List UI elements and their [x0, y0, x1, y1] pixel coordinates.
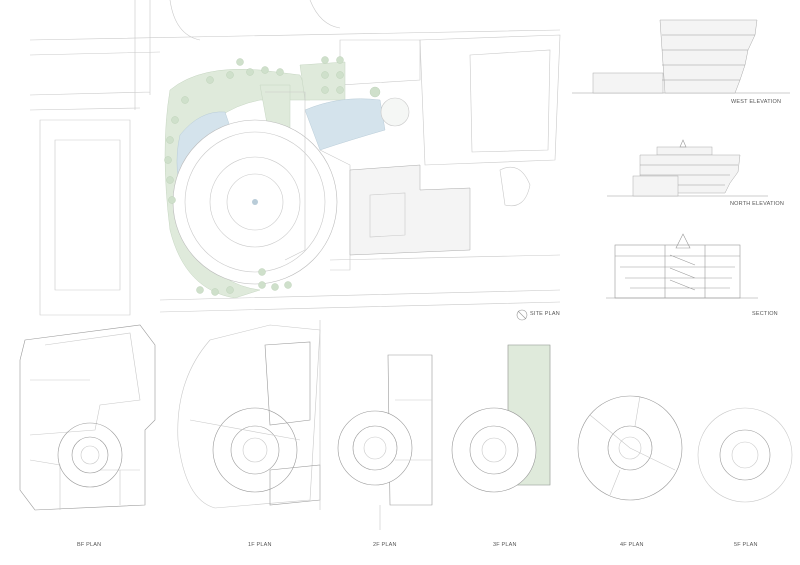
1f-plan-drawing — [177, 320, 321, 510]
5f-plan-drawing — [697, 407, 793, 503]
north-elevation-drawing — [607, 139, 768, 197]
3f-plan-label: 3F PLAN — [493, 542, 517, 548]
2f-plan-drawing — [337, 354, 433, 530]
4f-plan-drawing — [577, 395, 683, 501]
west-elevation-label: WEST ELEVATION — [731, 99, 782, 105]
bf-plan-label: BF PLAN — [77, 542, 102, 548]
trees — [164, 56, 381, 296]
west-elevation-drawing — [572, 19, 790, 94]
bf-plan-drawing — [19, 324, 156, 511]
site-plan-drawing — [29, 0, 561, 321]
3f-plan-drawing — [451, 344, 551, 493]
site-plan-label: SITE PLAN — [530, 311, 560, 317]
4f-plan-label: 4F PLAN — [620, 542, 644, 548]
section-drawing — [606, 233, 758, 299]
5f-plan-label: 5F PLAN — [734, 542, 758, 548]
2f-plan-label: 2F PLAN — [373, 542, 397, 548]
1f-plan-label: 1F PLAN — [248, 542, 272, 548]
north-elevation-label: NORTH ELEVATION — [730, 201, 785, 207]
section-label: SECTION — [752, 311, 778, 317]
